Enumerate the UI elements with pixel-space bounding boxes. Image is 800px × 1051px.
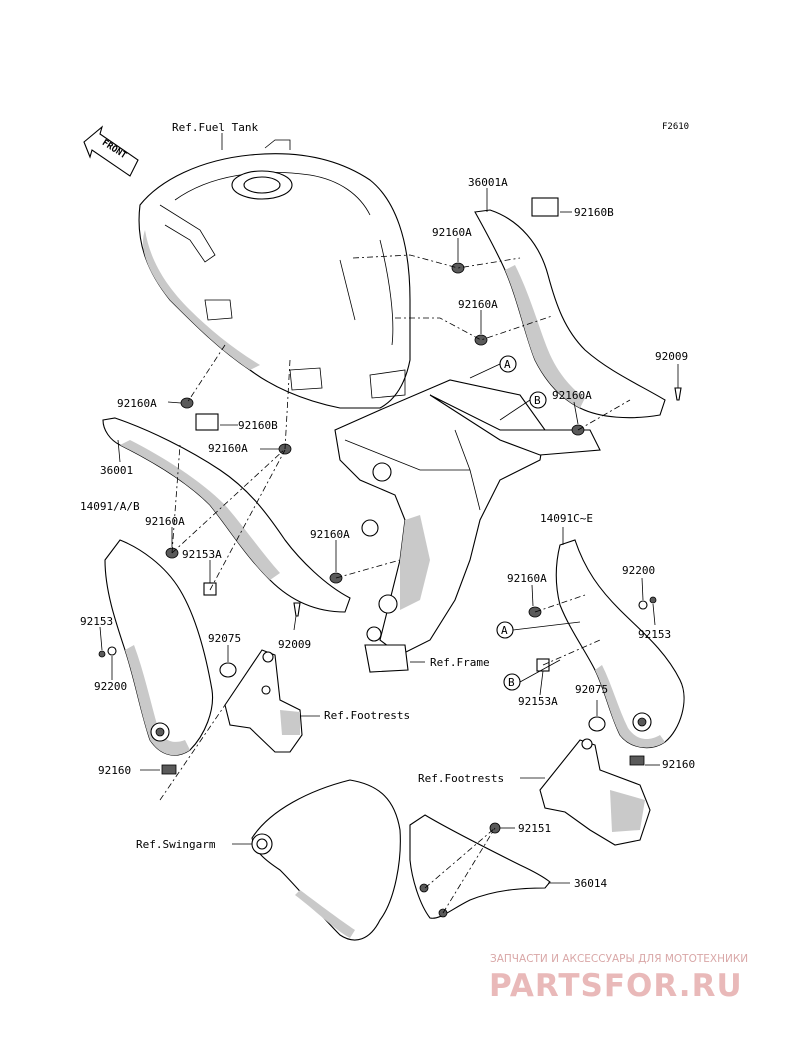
callout-b-lower: B — [503, 659, 561, 691]
label-92200-left: 92200 — [94, 680, 127, 693]
leader-lines — [99, 133, 679, 884]
figure-code: F2610 — [662, 122, 689, 132]
watermark-line1: ЗАПЧАСТИ И АКСЕССУАРЫ ДЛЯ МОТОТЕХНИКИ — [490, 953, 748, 965]
label-92160b-top: 92160B — [574, 206, 614, 219]
watermark-line2: PARTSFOR.RU — [489, 968, 743, 1004]
callout-a-lower: A — [496, 621, 581, 639]
label-92075-right: 92075 — [575, 683, 608, 696]
label-14091ab: 14091/A/B — [80, 500, 140, 513]
label-92160a-6: 92160A — [145, 515, 185, 528]
label-14091ce: 14091C~E — [540, 512, 593, 525]
swingarm-cover — [409, 814, 551, 919]
label-36001: 36001 — [100, 464, 133, 477]
side-cover-right — [474, 209, 666, 419]
callout-a-upper-label: A — [504, 358, 511, 371]
label-92160a-2: 92160A — [458, 298, 498, 311]
label-92009-right: 92009 — [655, 350, 688, 363]
front-arrow-icon: FRONT — [83, 125, 139, 177]
label-92160b-left: 92160B — [238, 419, 278, 432]
damper-92160b-top — [531, 197, 559, 217]
label-92153a-left: 92153A — [182, 548, 222, 561]
callout-b-lower-label: B — [508, 676, 515, 689]
label-92151: 92151 — [518, 822, 551, 835]
label-92160a-3: 92160A — [552, 389, 592, 402]
ref-fuel-tank-label: Ref.Fuel Tank — [172, 121, 258, 134]
label-92009-left: 92009 — [278, 638, 311, 651]
label-92160a-7: 92160A — [310, 528, 350, 541]
label-92160a-1: 92160A — [432, 226, 472, 239]
label-92160-right: 92160 — [662, 758, 695, 771]
frame-cover-right — [555, 539, 685, 749]
callout-b-upper: B — [499, 391, 547, 421]
label-92160a-5: 92160A — [208, 442, 248, 455]
labels: F2610 Ref.Fuel Tank 36001A 92160B 92160A… — [80, 121, 695, 890]
label-92160a-8: 92160A — [507, 572, 547, 585]
frame-cover-left — [104, 539, 214, 756]
frame-drawing — [334, 379, 601, 673]
label-92075-left: 92075 — [208, 632, 241, 645]
label-36014: 36014 — [574, 877, 607, 890]
swingarm-drawing — [251, 779, 401, 941]
footrest-bracket-left — [224, 649, 303, 753]
ref-frame-label: Ref.Frame — [430, 656, 490, 669]
ref-swingarm-label: Ref.Swingarm — [136, 838, 216, 851]
assembly-lines — [159, 254, 631, 914]
label-36001a: 36001A — [468, 176, 508, 189]
watermark: ЗАПЧАСТИ И АКСЕССУАРЫ ДЛЯ МОТОТЕХНИКИ PA… — [489, 953, 748, 1004]
callout-b-upper-label: B — [534, 394, 541, 407]
footrest-bracket-right — [539, 738, 651, 846]
label-92153-left: 92153 — [80, 615, 113, 628]
callout-a-lower-label: A — [501, 624, 508, 637]
label-92160-left: 92160 — [98, 764, 131, 777]
damper-92160b-left — [195, 413, 219, 431]
ref-footrests-right-label: Ref.Footrests — [418, 772, 504, 785]
label-92160a-4: 92160A — [117, 397, 157, 410]
hardware-items — [98, 197, 682, 918]
callout-a-upper: A — [469, 355, 517, 379]
label-92153-right: 92153 — [638, 628, 671, 641]
label-92200-right: 92200 — [622, 564, 655, 577]
fuel-tank-drawing — [138, 139, 411, 409]
label-92153a-right: 92153A — [518, 695, 558, 708]
side-cover-left — [102, 417, 351, 613]
ref-footrests-left-label: Ref.Footrests — [324, 709, 410, 722]
